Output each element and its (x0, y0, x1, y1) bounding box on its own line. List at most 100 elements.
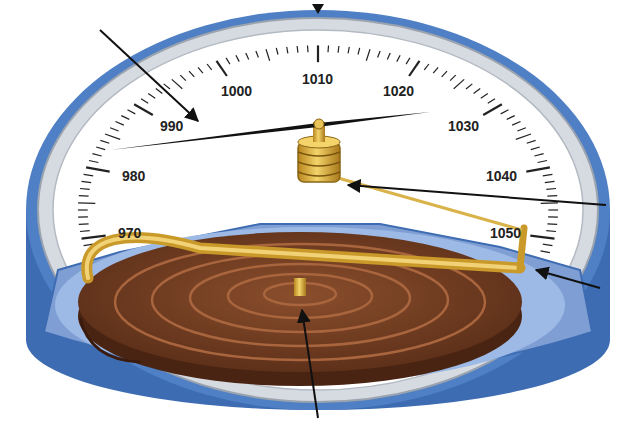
scale-tick (466, 84, 472, 89)
scale-tick (474, 89, 481, 94)
scale-tick (121, 116, 129, 120)
scale-tick (100, 140, 109, 143)
lever-highlight (87, 238, 520, 278)
scale-tick (189, 71, 194, 77)
scale-tick (397, 55, 400, 61)
scale-tick (534, 154, 543, 156)
scale-number: 990 (160, 118, 183, 134)
needle-hub (314, 119, 324, 129)
scale-tick (424, 64, 429, 70)
scale-tick (442, 71, 447, 77)
scale-tick (538, 161, 547, 163)
scale-tick (483, 104, 502, 115)
scale-number: 970 (118, 225, 141, 241)
scale-tick (96, 147, 105, 150)
scale-tick (164, 84, 170, 89)
scale-number: 1030 (448, 118, 479, 134)
scale-tick (148, 94, 155, 99)
scale-tick (297, 46, 299, 53)
hair-spring (298, 152, 340, 176)
scale-tick (246, 53, 249, 59)
scale-number: 980 (122, 168, 145, 184)
scale-tick (172, 79, 183, 88)
scale-number: 1000 (221, 83, 252, 99)
scale-tick (378, 51, 381, 58)
scale-tick (387, 53, 390, 59)
scale-number: 1050 (490, 225, 521, 241)
scale-tick (110, 128, 119, 131)
scale-tick (287, 47, 288, 54)
scale-tick (217, 61, 227, 76)
scale-tick (545, 181, 555, 182)
scale-tick (180, 75, 186, 81)
scale-tick (543, 244, 553, 245)
scale-tick (358, 48, 360, 55)
scale-tick (543, 174, 553, 175)
scale-tick (79, 223, 89, 225)
scale-tick (82, 181, 92, 182)
top-marker (312, 4, 324, 14)
scale-tick (512, 122, 520, 126)
scale-tick (481, 94, 488, 99)
scale-tick (530, 236, 554, 239)
scale-tick (517, 128, 526, 131)
scale-tick (327, 46, 329, 53)
scale-number: 1010 (302, 71, 333, 87)
scale-tick (526, 167, 550, 171)
scale-tick (516, 134, 531, 139)
scale-tick (541, 251, 550, 253)
scale-tick (450, 75, 456, 81)
scale-tick (156, 89, 163, 94)
scale-tick (501, 110, 509, 114)
scale-tick (406, 58, 410, 64)
scale-tick (134, 104, 153, 115)
leader-arrows (100, 30, 606, 418)
scale-tick (78, 202, 95, 204)
case-body (26, 210, 610, 410)
scale-tick (128, 110, 136, 114)
scale-tick (548, 216, 558, 218)
scale-tick (80, 230, 90, 232)
scale-tick (348, 47, 349, 54)
scale-tick (548, 209, 558, 210)
scale-tick (116, 122, 124, 126)
scale-tick (80, 188, 90, 190)
lever-arm (87, 238, 520, 278)
scale-tick (433, 67, 438, 73)
scale-tick (86, 167, 110, 171)
scale-tick (89, 161, 98, 163)
scale-tick (531, 147, 540, 150)
scale-tick (547, 195, 557, 197)
scale-tick (409, 61, 419, 76)
scale-tick (317, 45, 319, 62)
scale-tick (78, 216, 88, 218)
capsule-post (294, 278, 306, 296)
scale-tick (276, 48, 278, 55)
scale-tick (454, 79, 465, 88)
scale-tick (79, 195, 89, 197)
scale-number: 1040 (486, 168, 517, 184)
scale-tick (541, 202, 558, 204)
scale-tick (92, 154, 101, 156)
pointer-needle (110, 112, 430, 150)
dial-face (53, 30, 583, 390)
case-top (26, 10, 610, 410)
scale-tick (307, 46, 309, 53)
capsule-shade (80, 318, 140, 362)
scale-tick (546, 188, 556, 190)
scale-tick (266, 49, 270, 60)
scale-tick (527, 140, 536, 143)
scale-tick (236, 55, 239, 61)
dial-rim (38, 18, 598, 402)
scale-tick (256, 51, 259, 58)
scale-tick (226, 58, 230, 64)
scale-tick (366, 49, 370, 60)
scale-tick (141, 99, 148, 104)
scale-tick (198, 67, 203, 73)
scale-tick (78, 209, 88, 210)
aneroid-capsule (78, 232, 522, 372)
scale-tick (546, 230, 556, 232)
